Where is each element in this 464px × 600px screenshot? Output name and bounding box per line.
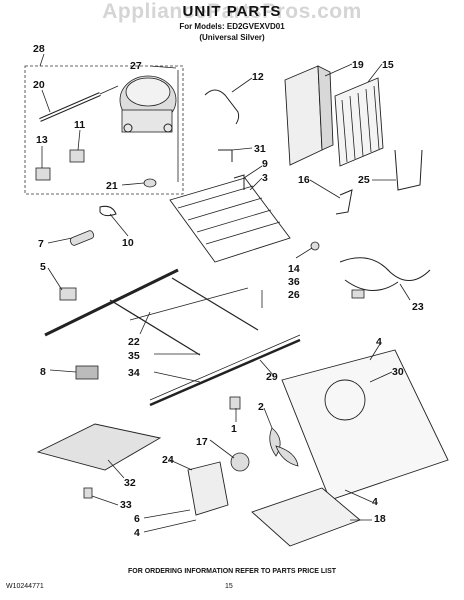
fan-motor-drawing bbox=[230, 452, 250, 472]
relay-drawing bbox=[35, 167, 51, 181]
callout-10: 10 bbox=[122, 237, 134, 249]
callout-15: 15 bbox=[382, 59, 394, 71]
wire-harness-drawing bbox=[339, 257, 431, 291]
drier-25-drawing bbox=[394, 149, 423, 191]
ordering-note: FOR ORDERING INFORMATION REFER TO PARTS … bbox=[127, 568, 337, 575]
grommet-drawing bbox=[143, 178, 157, 188]
callout-26: 26 bbox=[288, 289, 300, 301]
callout-13: 13 bbox=[36, 134, 48, 146]
callout-29: 29 bbox=[266, 371, 278, 383]
callout-6: 6 bbox=[134, 513, 140, 525]
callout-36: 36 bbox=[288, 276, 300, 288]
callout-21: 21 bbox=[106, 180, 118, 192]
tube-12-drawing bbox=[204, 89, 240, 125]
callout-28: 28 bbox=[33, 43, 45, 55]
callout-2: 2 bbox=[258, 401, 264, 413]
foot-33-drawing bbox=[83, 487, 93, 499]
rod-16-drawing bbox=[335, 189, 353, 215]
drain-pan-drawing bbox=[251, 487, 361, 547]
roller-bracket-drawing bbox=[59, 287, 77, 301]
callout-1: 1 bbox=[231, 423, 237, 435]
bracket-9-drawing bbox=[233, 174, 245, 190]
compressor-kit-box bbox=[24, 65, 184, 195]
callout-27: 27 bbox=[130, 60, 142, 72]
callout-14: 14 bbox=[288, 263, 300, 275]
callout-3: 3 bbox=[262, 172, 268, 184]
part-10-drawing bbox=[99, 205, 117, 217]
harness-plug-drawing bbox=[351, 289, 365, 299]
callout-16: 16 bbox=[298, 174, 310, 186]
machine-pan-drawing bbox=[281, 349, 449, 501]
screw-14-drawing bbox=[310, 241, 320, 251]
clip-31-drawing bbox=[218, 149, 233, 162]
base-rail-drawing bbox=[44, 268, 259, 356]
page-title: UNIT PARTS bbox=[182, 3, 282, 20]
watermark: AppliancePartsPros.com bbox=[102, 0, 362, 23]
callout-23: 23 bbox=[412, 301, 424, 313]
condenser-drawing bbox=[169, 177, 291, 263]
callout-7: 7 bbox=[38, 238, 44, 250]
evaporator-cover-drawing bbox=[284, 65, 334, 166]
compressor-drawing bbox=[119, 70, 179, 182]
callout-11: 11 bbox=[74, 119, 85, 131]
callout-12: 12 bbox=[252, 71, 264, 83]
callout-8: 8 bbox=[40, 366, 46, 378]
part-7-drawing bbox=[69, 230, 95, 246]
callout-9: 9 bbox=[262, 158, 268, 170]
motor-bracket-drawing bbox=[187, 461, 229, 516]
callout-22: 22 bbox=[128, 336, 140, 348]
document-number: W10244771 bbox=[6, 583, 44, 590]
finish-line: (Universal Silver) bbox=[199, 33, 265, 42]
callout-32: 32 bbox=[124, 477, 136, 489]
callout-33: 33 bbox=[120, 499, 132, 511]
callout-34: 34 bbox=[128, 367, 140, 379]
callout-30: 30 bbox=[392, 366, 404, 378]
label-8-drawing bbox=[75, 365, 99, 380]
callout-24: 24 bbox=[162, 454, 174, 466]
callout-20: 20 bbox=[33, 79, 45, 91]
callout-5: 5 bbox=[40, 261, 46, 273]
page-number: 15 bbox=[225, 583, 233, 590]
evaporator-coil-drawing bbox=[334, 77, 384, 167]
callout-19: 19 bbox=[352, 59, 364, 71]
rail-29-drawing bbox=[149, 334, 301, 407]
callout-25: 25 bbox=[358, 174, 370, 186]
fan-blade-drawing bbox=[269, 427, 299, 467]
callout-35: 35 bbox=[128, 350, 140, 362]
overload-drawing bbox=[69, 149, 85, 163]
callout-4-top: 4 bbox=[376, 336, 382, 348]
callout-4-right: 4 bbox=[372, 496, 378, 508]
callout-17: 17 bbox=[196, 436, 208, 448]
model-line: For Models: ED2GVEXVD01 bbox=[179, 22, 285, 31]
panel-32-drawing bbox=[36, 423, 162, 471]
relay-tube-drawing bbox=[39, 85, 119, 122]
callout-18: 18 bbox=[374, 513, 386, 525]
part-1-drawing bbox=[229, 396, 241, 410]
callout-31: 31 bbox=[254, 143, 266, 155]
callout-4-bottom: 4 bbox=[134, 527, 140, 539]
